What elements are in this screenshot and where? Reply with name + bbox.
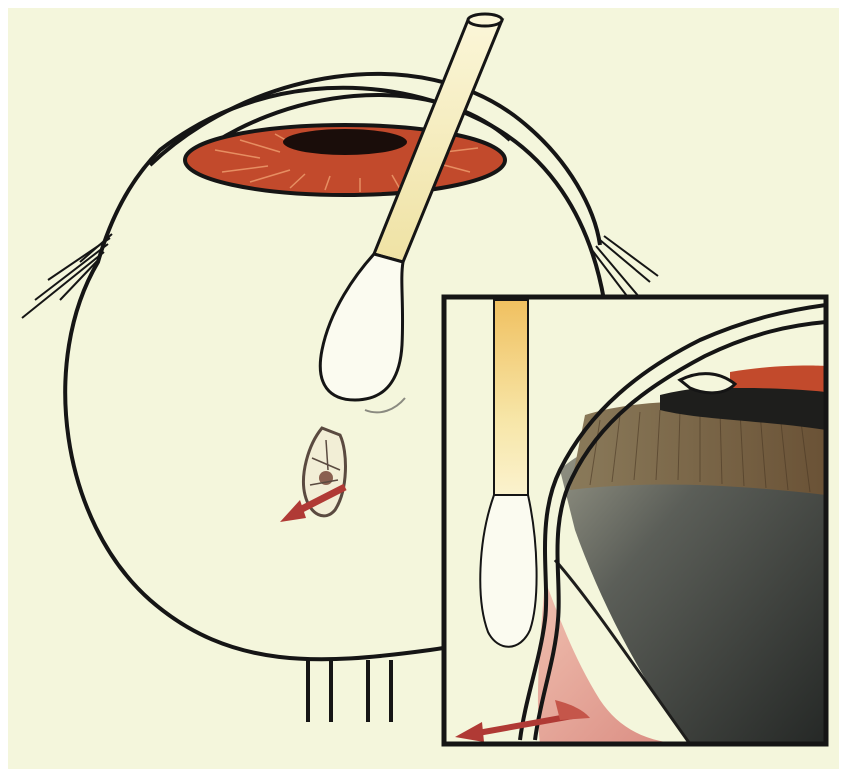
optic-nerve — [308, 660, 391, 722]
pupil — [283, 129, 407, 155]
inset-detail — [444, 297, 826, 744]
